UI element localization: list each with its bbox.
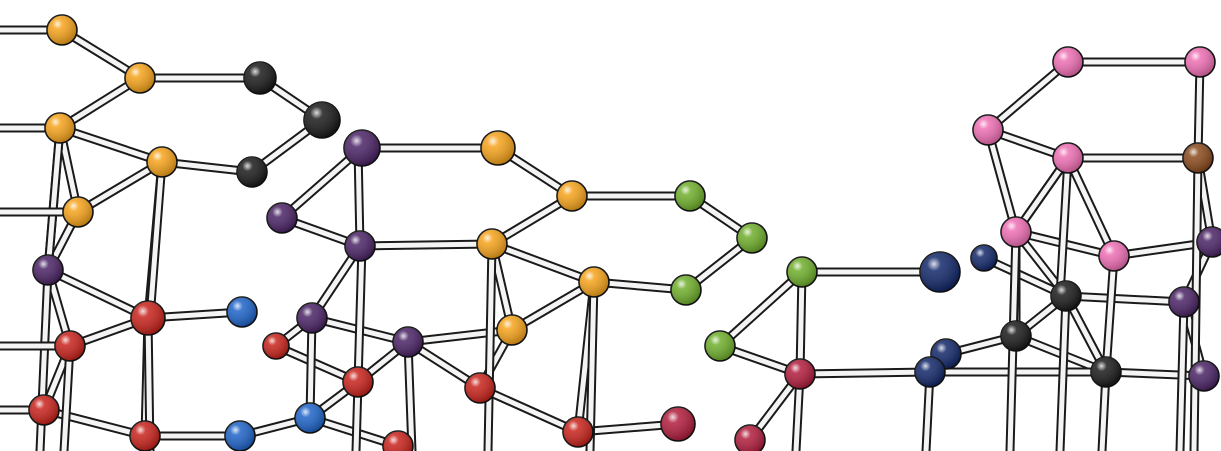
atom-highlight bbox=[1189, 361, 1219, 391]
atom-highlight bbox=[465, 373, 495, 403]
atom-highlight bbox=[1001, 217, 1031, 247]
atom-highlight bbox=[1001, 321, 1031, 351]
atom-highlight bbox=[971, 245, 997, 271]
atom-highlight bbox=[263, 333, 289, 359]
atom-highlight bbox=[1099, 241, 1129, 271]
atom-highlight bbox=[785, 359, 815, 389]
atom-highlight bbox=[1053, 47, 1083, 77]
bond bbox=[717, 269, 805, 349]
bond bbox=[797, 369, 933, 377]
atom-highlight bbox=[29, 395, 59, 425]
atom-highlight bbox=[737, 223, 767, 253]
bond-layer bbox=[0, 25, 1217, 451]
atom-highlight bbox=[1169, 287, 1199, 317]
bond bbox=[75, 159, 165, 215]
atom-highlight bbox=[33, 255, 63, 285]
atom-highlight bbox=[1197, 227, 1221, 257]
atom-highlight bbox=[225, 421, 255, 451]
vertical-bond bbox=[485, 241, 495, 451]
atom-highlight bbox=[671, 275, 701, 305]
atom-highlight bbox=[125, 63, 155, 93]
atom-highlight bbox=[1053, 143, 1083, 173]
atom-highlight bbox=[227, 297, 257, 327]
vertical-bond bbox=[985, 127, 1019, 235]
atom-highlight bbox=[735, 425, 765, 451]
vertical-bond bbox=[1057, 155, 1071, 299]
atom-highlight bbox=[1051, 281, 1081, 311]
atom-highlight bbox=[675, 181, 705, 211]
atom-highlight bbox=[579, 267, 609, 297]
atom-highlight bbox=[557, 181, 587, 211]
bond bbox=[985, 59, 1071, 133]
vertical-bond bbox=[147, 159, 165, 321]
bond bbox=[489, 241, 597, 285]
atom-highlight bbox=[237, 157, 267, 187]
atom-highlight bbox=[705, 331, 735, 361]
atom-highlight bbox=[345, 231, 375, 261]
vertical-bond bbox=[353, 243, 365, 451]
atom-highlight bbox=[304, 102, 340, 138]
atom-highlight bbox=[147, 147, 177, 177]
atom-highlight bbox=[297, 303, 327, 333]
atom-highlight bbox=[130, 421, 160, 451]
atom-highlight bbox=[1183, 143, 1213, 173]
bond bbox=[1195, 59, 1203, 161]
vertical-bond bbox=[1057, 293, 1069, 451]
atom-layer bbox=[28, 14, 1221, 451]
atom-highlight bbox=[661, 407, 695, 441]
vertical-bond bbox=[1177, 299, 1187, 451]
atom-highlight bbox=[497, 315, 527, 345]
bond bbox=[1065, 155, 1117, 259]
atom-highlight bbox=[47, 15, 77, 45]
vertical-bond bbox=[61, 343, 73, 451]
atom-highlight bbox=[915, 357, 945, 387]
atom-highlight bbox=[481, 131, 515, 165]
bond bbox=[1103, 253, 1117, 375]
atom-highlight bbox=[973, 115, 1003, 145]
atom-highlight bbox=[267, 203, 297, 233]
bond bbox=[41, 407, 148, 439]
atom-highlight bbox=[55, 331, 85, 361]
atom-highlight bbox=[563, 417, 593, 447]
bond bbox=[1103, 369, 1207, 379]
bond bbox=[45, 267, 151, 321]
atom-highlight bbox=[343, 367, 373, 397]
atom-highlight bbox=[244, 62, 276, 94]
bond bbox=[1063, 293, 1187, 305]
atom-highlight bbox=[295, 403, 325, 433]
atom-highlight bbox=[477, 229, 507, 259]
atom-highlight bbox=[393, 327, 423, 357]
bond bbox=[797, 269, 805, 377]
atom-highlight bbox=[63, 197, 93, 227]
atom-highlight bbox=[131, 301, 165, 335]
bond bbox=[509, 279, 597, 333]
atom-highlight bbox=[45, 113, 75, 143]
bond bbox=[307, 315, 315, 421]
bond bbox=[57, 125, 165, 165]
atom-highlight bbox=[383, 431, 413, 451]
atom-highlight bbox=[920, 252, 960, 292]
atom-highlight bbox=[344, 130, 380, 166]
atom-highlight bbox=[1091, 357, 1121, 387]
atom-highlight bbox=[787, 257, 817, 287]
vertical-bond bbox=[45, 125, 63, 273]
bond bbox=[357, 241, 495, 249]
vertical-bond bbox=[405, 339, 415, 451]
atom-highlight bbox=[1185, 47, 1215, 77]
bond bbox=[477, 385, 581, 435]
